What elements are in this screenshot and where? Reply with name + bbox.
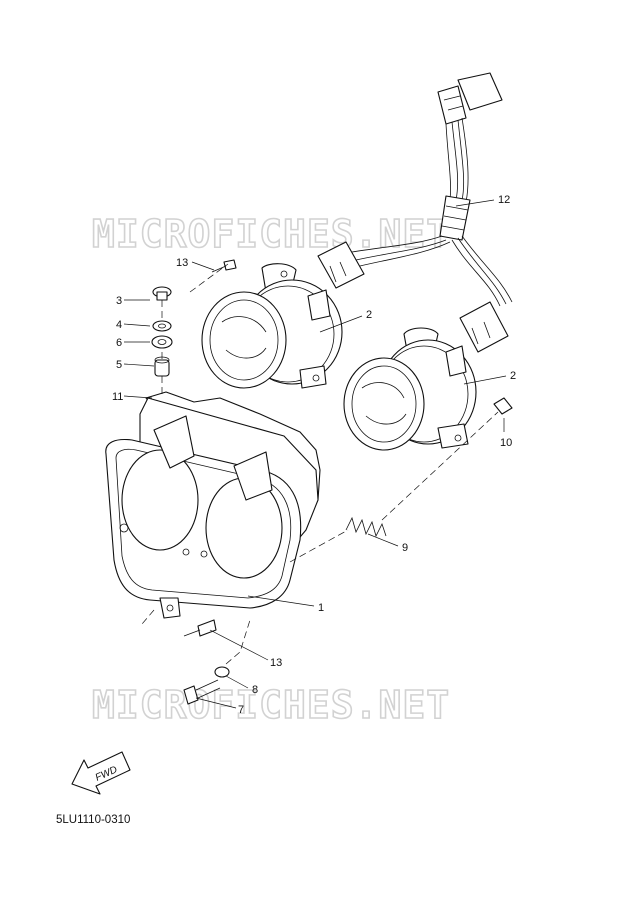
wire-harness (317, 72, 513, 353)
callout-2a: 2 (366, 309, 372, 321)
watermark-bottom: MICROFICHES.NET (92, 683, 450, 727)
part-7-bolt (183, 685, 199, 705)
part-4-washer (152, 320, 172, 332)
callout-6: 6 (116, 337, 122, 349)
part-13-screw-top (223, 259, 237, 271)
coupler-right (459, 301, 509, 353)
callout-12: 12 (498, 194, 510, 206)
fwd-arrow: FWD (71, 751, 131, 795)
callout-13a: 13 (176, 257, 188, 269)
callout-11: 11 (112, 391, 123, 403)
nut-part-10 (493, 397, 513, 415)
diagram-code: 5LU1110-0310 (56, 814, 130, 826)
main-coupler (457, 72, 503, 111)
hardware-stack (151, 259, 237, 705)
callout-10: 10 (500, 437, 512, 449)
callout-4: 4 (116, 319, 122, 331)
callout-7: 7 (238, 704, 244, 716)
headlight-right (343, 327, 477, 451)
callout-3: 3 (116, 295, 122, 307)
callout-9: 9 (402, 542, 408, 554)
part-6-grommet (151, 335, 173, 349)
watermark-top: MICROFICHES.NET (92, 212, 450, 256)
callout-2b: 2 (510, 370, 516, 382)
callout-8: 8 (252, 684, 258, 696)
part-8-washer (214, 666, 230, 678)
callout-1: 1 (318, 602, 324, 614)
headlight-left (201, 263, 343, 389)
headlight-bracket (105, 391, 321, 619)
callout-5: 5 (116, 359, 122, 371)
spring-part-9 (345, 516, 387, 538)
part-13-screw-bottom (197, 619, 217, 637)
callout-13b: 13 (270, 657, 282, 669)
